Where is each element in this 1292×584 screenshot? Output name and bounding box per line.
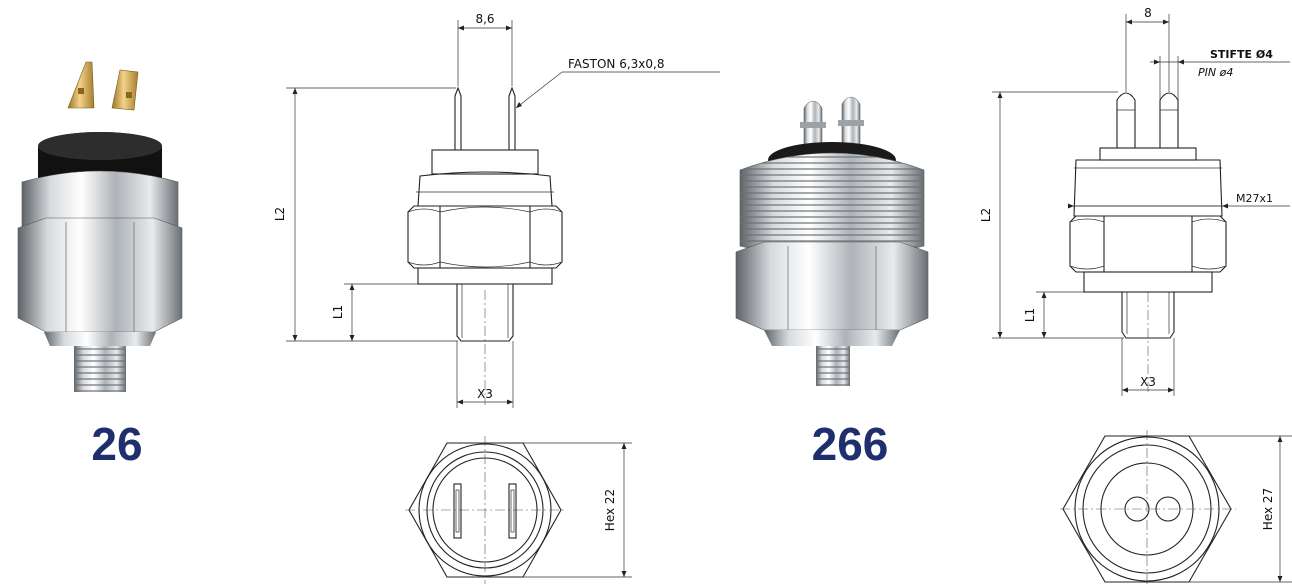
dim-266-pin-de: STIFTE Ø4 [1210, 48, 1273, 61]
dim-26-l1: L1 [331, 305, 345, 319]
dim-26-x3: X3 [477, 387, 493, 401]
dim-266-pin-en: PIN ø4 [1198, 66, 1233, 79]
dim-26-terminal: FASTON 6,3x0,8 [568, 57, 664, 71]
dim-266-thread: M27x1 [1236, 192, 1273, 205]
dim-26-l2: L2 [273, 207, 287, 221]
dim-266-l2: L2 [979, 208, 993, 222]
dim-266-l1: L1 [1023, 308, 1037, 322]
product-26-photo [17, 61, 183, 392]
product-26-top-view [405, 436, 632, 584]
dim-266-pitch: 8 [1144, 6, 1152, 20]
dim-266-x3: X3 [1140, 375, 1156, 389]
model-26-label: 26 [91, 418, 142, 470]
product-266-photo [735, 96, 929, 386]
product-26-side-drawing [286, 20, 720, 408]
model-266-label: 266 [812, 418, 889, 470]
dim-26-pitch: 8,6 [475, 12, 494, 26]
product-266-side-drawing [992, 14, 1290, 396]
dim-266-hex: Hex 27 [1261, 488, 1275, 530]
dim-26-hex: Hex 22 [603, 489, 617, 531]
product-266-top-view [1060, 430, 1292, 584]
